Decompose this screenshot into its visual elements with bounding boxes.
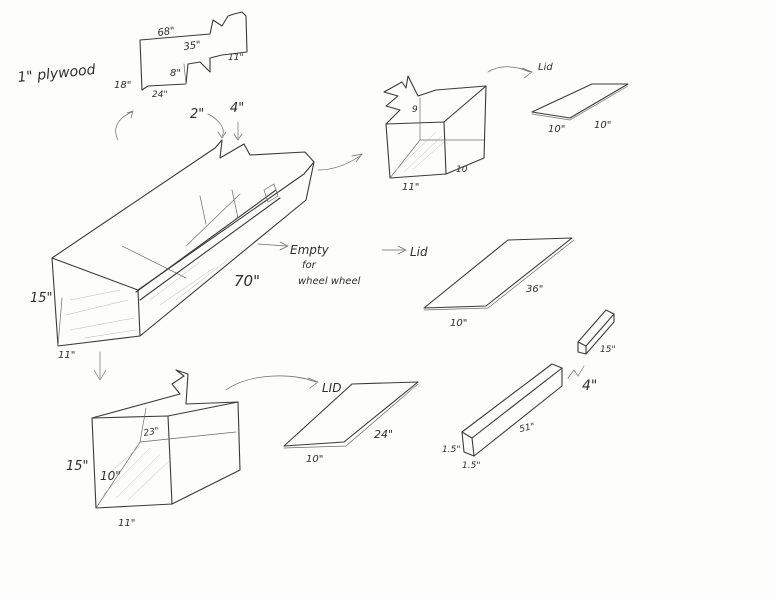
lower-box-height-label: 15" bbox=[66, 459, 89, 474]
beam-gap-label: 4" bbox=[582, 378, 597, 394]
lower-lid-length-label: 24" bbox=[374, 428, 393, 441]
lower-lid-title: LID bbox=[322, 381, 341, 395]
small-box-right-drawing bbox=[383, 66, 533, 179]
material-label: 1" plywood bbox=[17, 62, 97, 86]
main-box-drawing bbox=[51, 113, 407, 381]
beam-end-a-label: 1.5" bbox=[442, 445, 460, 455]
lower-lid-drawing bbox=[283, 381, 419, 449]
beam-end-b-label: 1.5" bbox=[462, 461, 480, 471]
main-box-divider-a-label: 2" bbox=[190, 107, 204, 122]
main-box-height-label: 15" bbox=[30, 291, 53, 306]
long-lid-length-label: 36" bbox=[526, 284, 543, 295]
beam-drawing bbox=[461, 309, 615, 457]
note-line-2: for bbox=[302, 260, 317, 271]
cut-sheet-top-label: 68" bbox=[157, 26, 176, 39]
cut-sheet-drawing bbox=[115, 11, 248, 141]
lower-box-depth-label: 11" bbox=[118, 518, 135, 529]
main-box-depth-label: 11" bbox=[58, 350, 75, 361]
cut-sheet-middle-label: 35" bbox=[183, 40, 202, 53]
small-lid-drawing bbox=[531, 83, 629, 121]
main-box-divider-b-label: 4" bbox=[230, 101, 244, 116]
beam-length-label: 51" bbox=[519, 422, 536, 435]
lower-box-length-label: 23" bbox=[143, 426, 160, 439]
note-line-1: Empty bbox=[290, 243, 330, 257]
cut-sheet-left-label: 18" bbox=[114, 80, 131, 91]
small-lid-title: Lid bbox=[538, 62, 553, 73]
lower-lid-width-label: 10" bbox=[306, 454, 323, 465]
note-line-3: wheel wheel bbox=[298, 276, 361, 287]
cut-sheet-right-label: 11" bbox=[228, 53, 244, 63]
cut-sheet-inner-label: 8" bbox=[170, 68, 181, 79]
long-lid-drawing bbox=[423, 237, 575, 311]
lower-box-drawing bbox=[91, 369, 319, 509]
small-box-height-label: 9 bbox=[412, 105, 418, 115]
main-box-length-label: 70" bbox=[234, 272, 260, 290]
small-lid-depth-label: 10" bbox=[594, 120, 611, 131]
small-lid-width-label: 10" bbox=[548, 124, 565, 135]
beam-short-piece-label: 15" bbox=[600, 345, 616, 355]
cut-sheet-bottom-label: 24" bbox=[152, 90, 168, 100]
note-lid-label: Lid bbox=[410, 245, 428, 259]
small-box-depth-label: 11" bbox=[402, 182, 419, 193]
long-lid-width-label: 10" bbox=[450, 318, 467, 329]
small-box-width-label: 10 bbox=[456, 165, 468, 175]
lower-box-inner-height-label: 10" bbox=[100, 469, 121, 483]
